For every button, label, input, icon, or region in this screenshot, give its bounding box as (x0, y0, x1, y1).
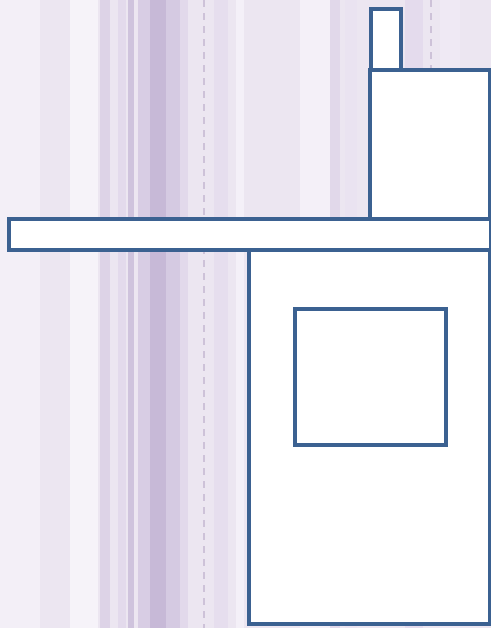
stripe (138, 0, 150, 628)
stripe (100, 0, 110, 628)
roof-beam (9, 219, 491, 250)
window (295, 309, 446, 445)
stripe (180, 0, 188, 628)
stripe (0, 0, 40, 628)
stripe (70, 0, 98, 628)
stripe (214, 0, 228, 628)
tower-antenna (371, 9, 401, 70)
stripe (128, 0, 134, 628)
tower-upper-block (370, 70, 490, 222)
stripe (166, 0, 180, 628)
stripe (150, 0, 166, 628)
stripe (236, 0, 244, 628)
stripe (118, 0, 126, 628)
